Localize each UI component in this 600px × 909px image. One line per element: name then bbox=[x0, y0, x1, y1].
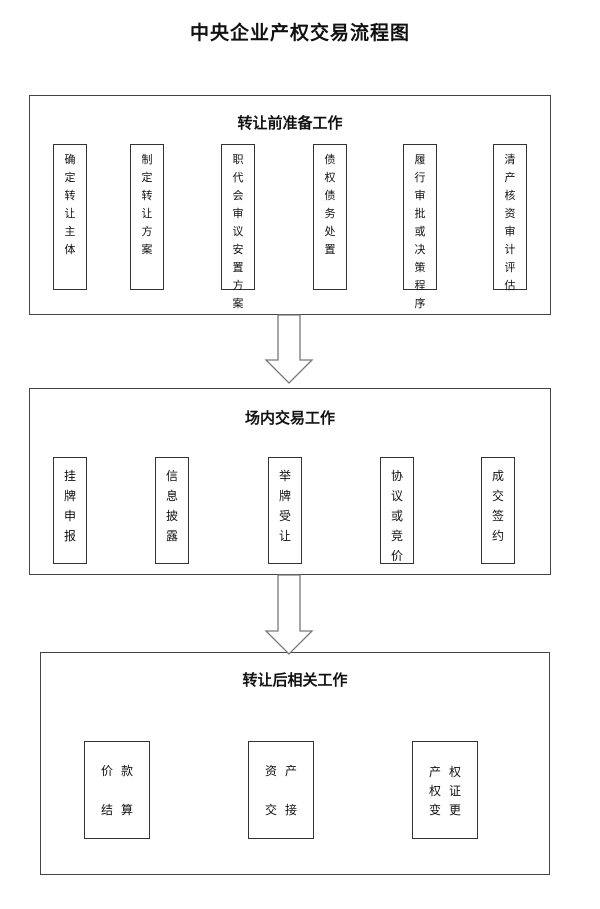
step-box: 挂牌申报 bbox=[53, 457, 87, 564]
step-char: 或 bbox=[390, 509, 403, 523]
step-char: 报 bbox=[63, 529, 76, 543]
step-char: 置 bbox=[232, 261, 244, 274]
step-char: 让 bbox=[64, 207, 76, 220]
step-box: 成交签约 bbox=[481, 457, 515, 564]
step-text: 权证 bbox=[428, 783, 469, 798]
step-char: 定 bbox=[141, 171, 153, 184]
step-char: 确 bbox=[64, 153, 76, 166]
section-title: 转让前准备工作 bbox=[237, 114, 343, 132]
step-char: 核 bbox=[504, 189, 516, 202]
step-box: 信息披露 bbox=[155, 457, 189, 564]
step-char: 挂 bbox=[63, 469, 76, 483]
step-char: 策 bbox=[414, 261, 426, 274]
step-char: 产 bbox=[504, 171, 516, 184]
step-box: 清产核资审计评估 bbox=[493, 144, 527, 292]
step-char: 协 bbox=[390, 469, 403, 483]
step-char: 批 bbox=[414, 207, 426, 220]
step-box: 履行审批或决策程序 bbox=[403, 144, 437, 310]
step-char: 置 bbox=[324, 243, 336, 256]
step-char: 债 bbox=[324, 153, 336, 166]
step-char: 息 bbox=[165, 489, 178, 503]
step-text: 产权 bbox=[428, 764, 469, 779]
step-char: 方 bbox=[141, 225, 153, 238]
step-char: 审 bbox=[414, 189, 426, 202]
step-char: 债 bbox=[324, 189, 336, 202]
step-char: 审 bbox=[232, 207, 244, 220]
step-char: 处 bbox=[324, 225, 336, 238]
diagram-title: 中央企业产权交易流程图 bbox=[189, 22, 410, 44]
step-char: 方 bbox=[232, 279, 244, 292]
step-char: 露 bbox=[165, 529, 178, 543]
step-char: 议 bbox=[390, 489, 403, 503]
step-char: 披 bbox=[165, 509, 178, 523]
step-char: 安 bbox=[232, 243, 244, 256]
step-char: 审 bbox=[504, 225, 516, 238]
section-pre-transfer: 转让前准备工作 bbox=[29, 95, 551, 315]
step-box: 举牌受让 bbox=[268, 457, 302, 564]
step-char: 约 bbox=[491, 529, 504, 543]
step-char: 让 bbox=[141, 207, 153, 220]
section-title: 转让后相关工作 bbox=[242, 671, 348, 689]
step-text: 交接 bbox=[264, 803, 305, 817]
step-char: 体 bbox=[64, 243, 76, 256]
step-char: 受 bbox=[278, 509, 291, 523]
step-char: 序 bbox=[414, 297, 426, 310]
step-char: 案 bbox=[141, 243, 153, 256]
step-char: 定 bbox=[64, 171, 76, 184]
step-char: 牌 bbox=[278, 489, 291, 503]
step-box: 确定转让主体 bbox=[53, 144, 87, 290]
step-char: 程 bbox=[414, 279, 426, 292]
post-step-box: 资产交接 bbox=[248, 741, 314, 839]
step-char: 转 bbox=[141, 189, 153, 202]
step-char: 估 bbox=[504, 279, 516, 292]
step-char: 议 bbox=[232, 225, 244, 238]
step-char: 签 bbox=[491, 509, 504, 523]
step-text: 结算 bbox=[100, 803, 141, 817]
step-char: 成 bbox=[491, 469, 504, 483]
step-char: 计 bbox=[504, 243, 516, 256]
step-char: 牌 bbox=[63, 489, 76, 503]
step-char: 信 bbox=[165, 469, 178, 483]
step-char: 申 bbox=[63, 509, 76, 523]
step-char: 清 bbox=[504, 153, 516, 166]
step-char: 评 bbox=[504, 261, 516, 274]
step-char: 行 bbox=[414, 171, 426, 184]
step-box: 职代会审议安置方案 bbox=[221, 144, 255, 310]
step-char: 决 bbox=[414, 243, 426, 256]
step-box: 协议或竞价 bbox=[380, 457, 414, 564]
step-char: 主 bbox=[64, 225, 76, 238]
step-char: 案 bbox=[232, 297, 244, 310]
step-char: 制 bbox=[141, 153, 153, 166]
step-char: 价 bbox=[390, 549, 403, 563]
section-title: 场内交易工作 bbox=[244, 409, 335, 427]
step-char: 举 bbox=[278, 469, 291, 483]
step-char: 职 bbox=[232, 153, 244, 166]
step-text: 价款 bbox=[100, 764, 141, 778]
post-step-box: 价款结算 bbox=[84, 741, 150, 839]
step-char: 转 bbox=[64, 189, 76, 202]
step-char: 竞 bbox=[390, 529, 403, 543]
step-box: 制定转让方案 bbox=[130, 144, 164, 290]
step-text: 变更 bbox=[428, 802, 469, 817]
step-text: 资产 bbox=[264, 764, 305, 778]
step-char: 交 bbox=[491, 489, 504, 503]
step-char: 履 bbox=[414, 153, 426, 166]
step-char: 或 bbox=[414, 225, 426, 238]
step-char: 代 bbox=[232, 171, 244, 184]
step-char: 会 bbox=[232, 189, 244, 202]
step-char: 资 bbox=[504, 207, 516, 220]
step-char: 权 bbox=[324, 171, 336, 184]
step-char: 让 bbox=[278, 529, 291, 543]
post-step-box: 产权权证变更 bbox=[412, 741, 478, 839]
step-char: 务 bbox=[324, 207, 336, 220]
step-box: 债权债务处置 bbox=[313, 144, 347, 290]
